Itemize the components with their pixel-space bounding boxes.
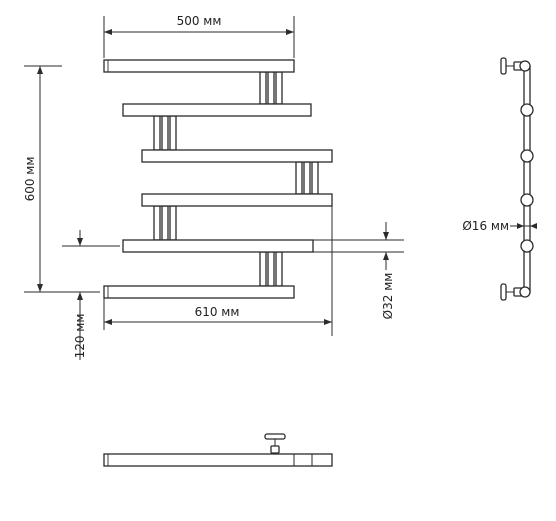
bar-5	[122, 239, 314, 253]
post-group-5	[259, 251, 283, 287]
bottom-width-label: 610 мм	[195, 305, 240, 319]
post-group-2	[153, 115, 177, 151]
bar-3	[141, 149, 333, 163]
top-view-bar-lower	[103, 453, 333, 467]
post-group-3	[295, 161, 319, 195]
bar-1	[103, 59, 295, 73]
bar-section	[520, 103, 534, 117]
top-view-flange	[264, 433, 286, 440]
bottom-wall-flange	[500, 283, 507, 301]
bar-section	[520, 149, 534, 163]
front-view: 500 мм 600 мм 120 мм 610 мм Ø32 мм	[23, 14, 404, 360]
top-width-label: 500 мм	[177, 14, 222, 28]
top-wall-flange	[500, 57, 507, 75]
bar-diameter-label: Ø32 мм	[381, 273, 395, 320]
top-view	[103, 433, 333, 467]
post-diameter-label: Ø16 мм	[462, 219, 509, 233]
bar-section	[520, 193, 534, 207]
bar-6	[103, 285, 295, 299]
offset-label: 120 мм	[73, 314, 87, 359]
post-group-1	[259, 71, 283, 105]
height-label: 600 мм	[23, 157, 37, 202]
side-view: Ø16 мм	[462, 57, 537, 301]
bar-section	[520, 239, 534, 253]
bar-4	[141, 193, 333, 207]
bar-2	[122, 103, 312, 117]
post-group-4	[153, 205, 177, 241]
